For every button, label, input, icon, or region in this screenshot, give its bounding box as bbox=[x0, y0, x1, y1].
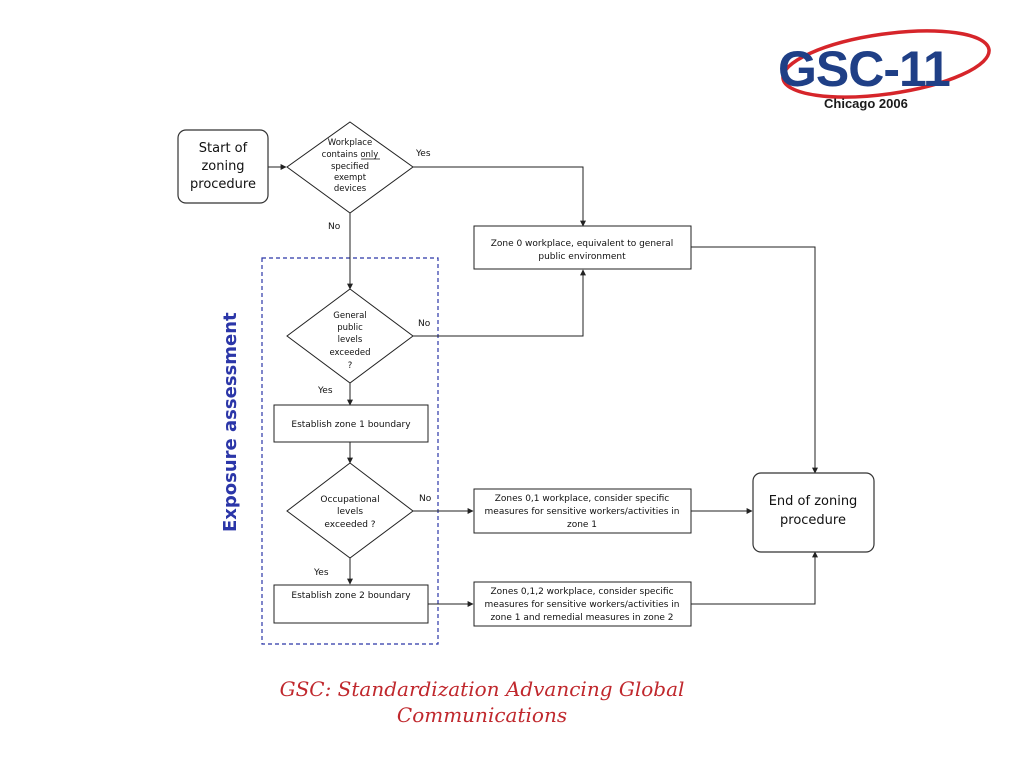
edge-label-exempt-yes: Yes bbox=[415, 149, 431, 159]
decision-general-line: ? bbox=[348, 361, 353, 371]
edge-label-exempt-no: No bbox=[328, 222, 341, 232]
zones012-line: measures for sensitive workers/activitie… bbox=[485, 600, 680, 610]
decision-exempt-devices: Workplace contains only specified exempt… bbox=[286, 121, 414, 214]
edge-label-general-no: No bbox=[418, 319, 431, 329]
edge-label-occupational-no: No bbox=[419, 494, 432, 504]
edge-zone012-to-end bbox=[691, 551, 818, 605]
zone0-line: public environment bbox=[538, 252, 626, 262]
establish-zone2-label: Establish zone 2 boundary bbox=[291, 591, 411, 601]
end-node-line: End of zoning bbox=[769, 494, 858, 509]
decision-general-public-levels: General public levels exceeded ? bbox=[286, 288, 414, 384]
edge-exempt-yes-to-zone0 bbox=[413, 166, 586, 227]
decision-exempt-line: devices bbox=[334, 184, 367, 194]
edge-general-no-to-zone0 bbox=[413, 269, 586, 337]
zones01-line: Zones 0,1 workplace, consider specific bbox=[495, 494, 670, 504]
decision-occupational-line: exceeded ? bbox=[324, 520, 375, 530]
footer-line: Communications bbox=[396, 703, 568, 727]
decision-occupational-line: Occupational bbox=[320, 495, 379, 505]
decision-general-line: levels bbox=[338, 335, 363, 345]
zones01-line: zone 1 bbox=[567, 520, 597, 530]
svg-text:GSC-11: GSC-11 bbox=[778, 41, 950, 97]
footer-line: GSC: Standardization Advancing Global bbox=[279, 677, 685, 701]
establish-zone1-label: Establish zone 1 boundary bbox=[291, 420, 411, 430]
zones012-line: zone 1 and remedial measures in zone 2 bbox=[490, 613, 673, 623]
decision-exempt-line: Workplace bbox=[328, 138, 372, 148]
start-node: Start of zoning procedure bbox=[177, 129, 269, 204]
svg-text:Chicago 2006: Chicago 2006 bbox=[824, 96, 908, 111]
edge-label-general-yes: Yes bbox=[317, 386, 333, 396]
decision-exempt-line: specified bbox=[331, 162, 369, 172]
zones012-workplace-box: Zones 0,1,2 workplace, consider specific… bbox=[473, 581, 692, 627]
gsc-11-logo: GSC-11 Chicago 2006 bbox=[778, 29, 991, 111]
establish-zone1-box: Establish zone 1 boundary bbox=[273, 404, 429, 443]
start-node-line: Start of bbox=[199, 141, 248, 156]
decision-exempt-line: exempt bbox=[334, 173, 367, 183]
end-node: End of zoning procedure bbox=[752, 472, 875, 553]
end-node-line: procedure bbox=[780, 513, 846, 528]
zones012-line: Zones 0,1,2 workplace, consider specific bbox=[490, 587, 673, 597]
zones01-workplace-box: Zones 0,1 workplace, consider specific m… bbox=[473, 488, 692, 534]
edge-label-occupational-yes: Yes bbox=[313, 568, 329, 578]
decision-general-line: exceeded bbox=[329, 348, 370, 358]
zone0-workplace-box: Zone 0 workplace, equivalent to general … bbox=[473, 225, 692, 270]
zone0-line: Zone 0 workplace, equivalent to general bbox=[491, 239, 674, 249]
start-node-line: procedure bbox=[190, 177, 256, 192]
decision-occupational-line: levels bbox=[337, 507, 363, 517]
establish-zone2-box: Establish zone 2 boundary bbox=[273, 584, 429, 624]
edge-zone0-to-end bbox=[691, 246, 818, 474]
decision-general-line: General bbox=[333, 311, 367, 321]
start-node-line: zoning bbox=[201, 159, 244, 174]
decision-exempt-line: contains only bbox=[322, 150, 379, 160]
decision-general-line: public bbox=[337, 323, 363, 333]
decision-occupational-levels: Occupational levels exceeded ? bbox=[286, 462, 414, 559]
footer-tagline: GSC: Standardization Advancing Global Co… bbox=[212, 676, 752, 728]
exposure-assessment-label: Exposure assessment bbox=[220, 312, 241, 532]
zones01-line: measures for sensitive workers/activitie… bbox=[485, 507, 680, 517]
